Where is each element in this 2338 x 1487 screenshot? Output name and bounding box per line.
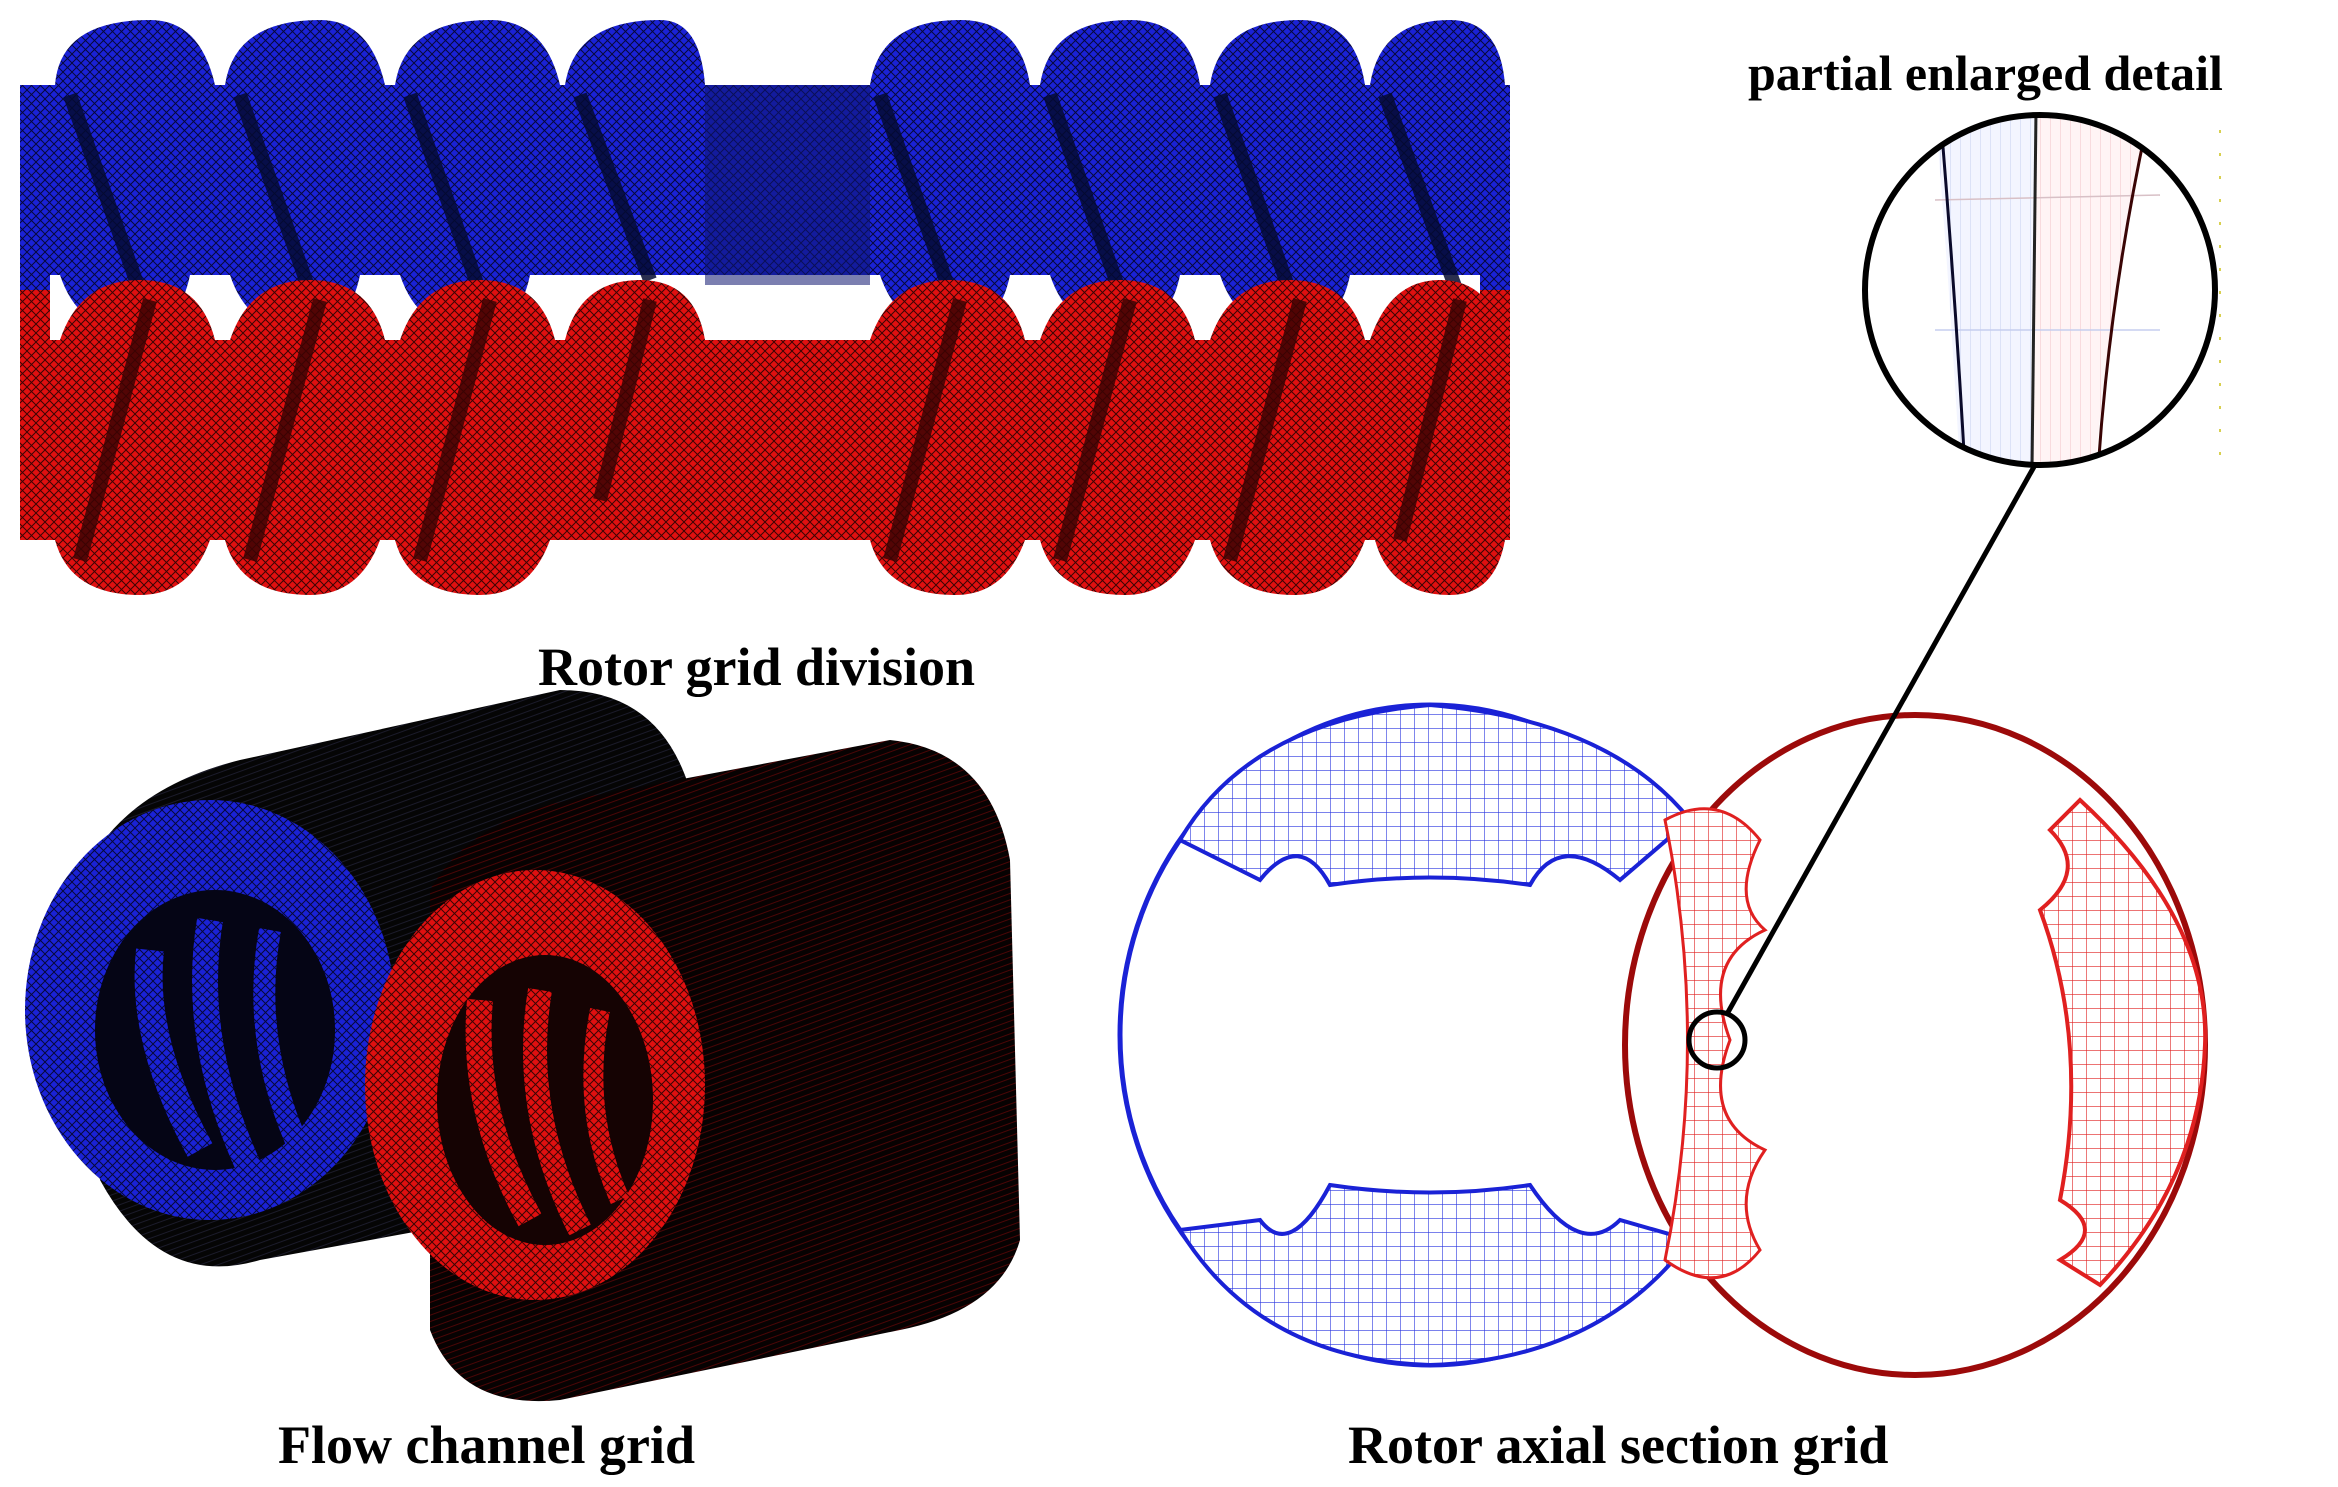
partial-enlarged-detail-figure (1862, 112, 2221, 470)
rotor-gap-window (705, 285, 865, 337)
detail-connector-line (1724, 463, 2038, 1016)
blue-upper-mesh-band (1177, 702, 1693, 888)
rotor-grid-division-figure (0, 20, 1530, 595)
caption-rotor-grid-division: Rotor grid division (538, 637, 976, 697)
blue-rotor-mesh (20, 20, 1510, 331)
red-right-mesh-band (2037, 797, 2208, 1288)
zoom-marker-circle (1686, 1009, 1748, 1071)
caption-rotor-axial-section-grid: Rotor axial section grid (1348, 1415, 1889, 1475)
caption-partial-enlarged-detail: partial enlarged detail (1748, 45, 2223, 101)
detail-frame-circle (1862, 112, 2218, 468)
blue-end-face (25, 800, 395, 1220)
rotor-axial-section-figure (1117, 702, 2208, 1378)
blue-lower-mesh-band (1176, 1182, 1694, 1368)
red-rotor-mesh (20, 280, 1510, 595)
red-end-face (365, 870, 705, 1300)
caption-flow-channel-grid: Flow channel grid (278, 1415, 696, 1475)
detail-red-mesh (2032, 115, 2150, 465)
flow-channel-grid-figure (25, 690, 1020, 1402)
red-meshing-zone (1663, 807, 1768, 1280)
